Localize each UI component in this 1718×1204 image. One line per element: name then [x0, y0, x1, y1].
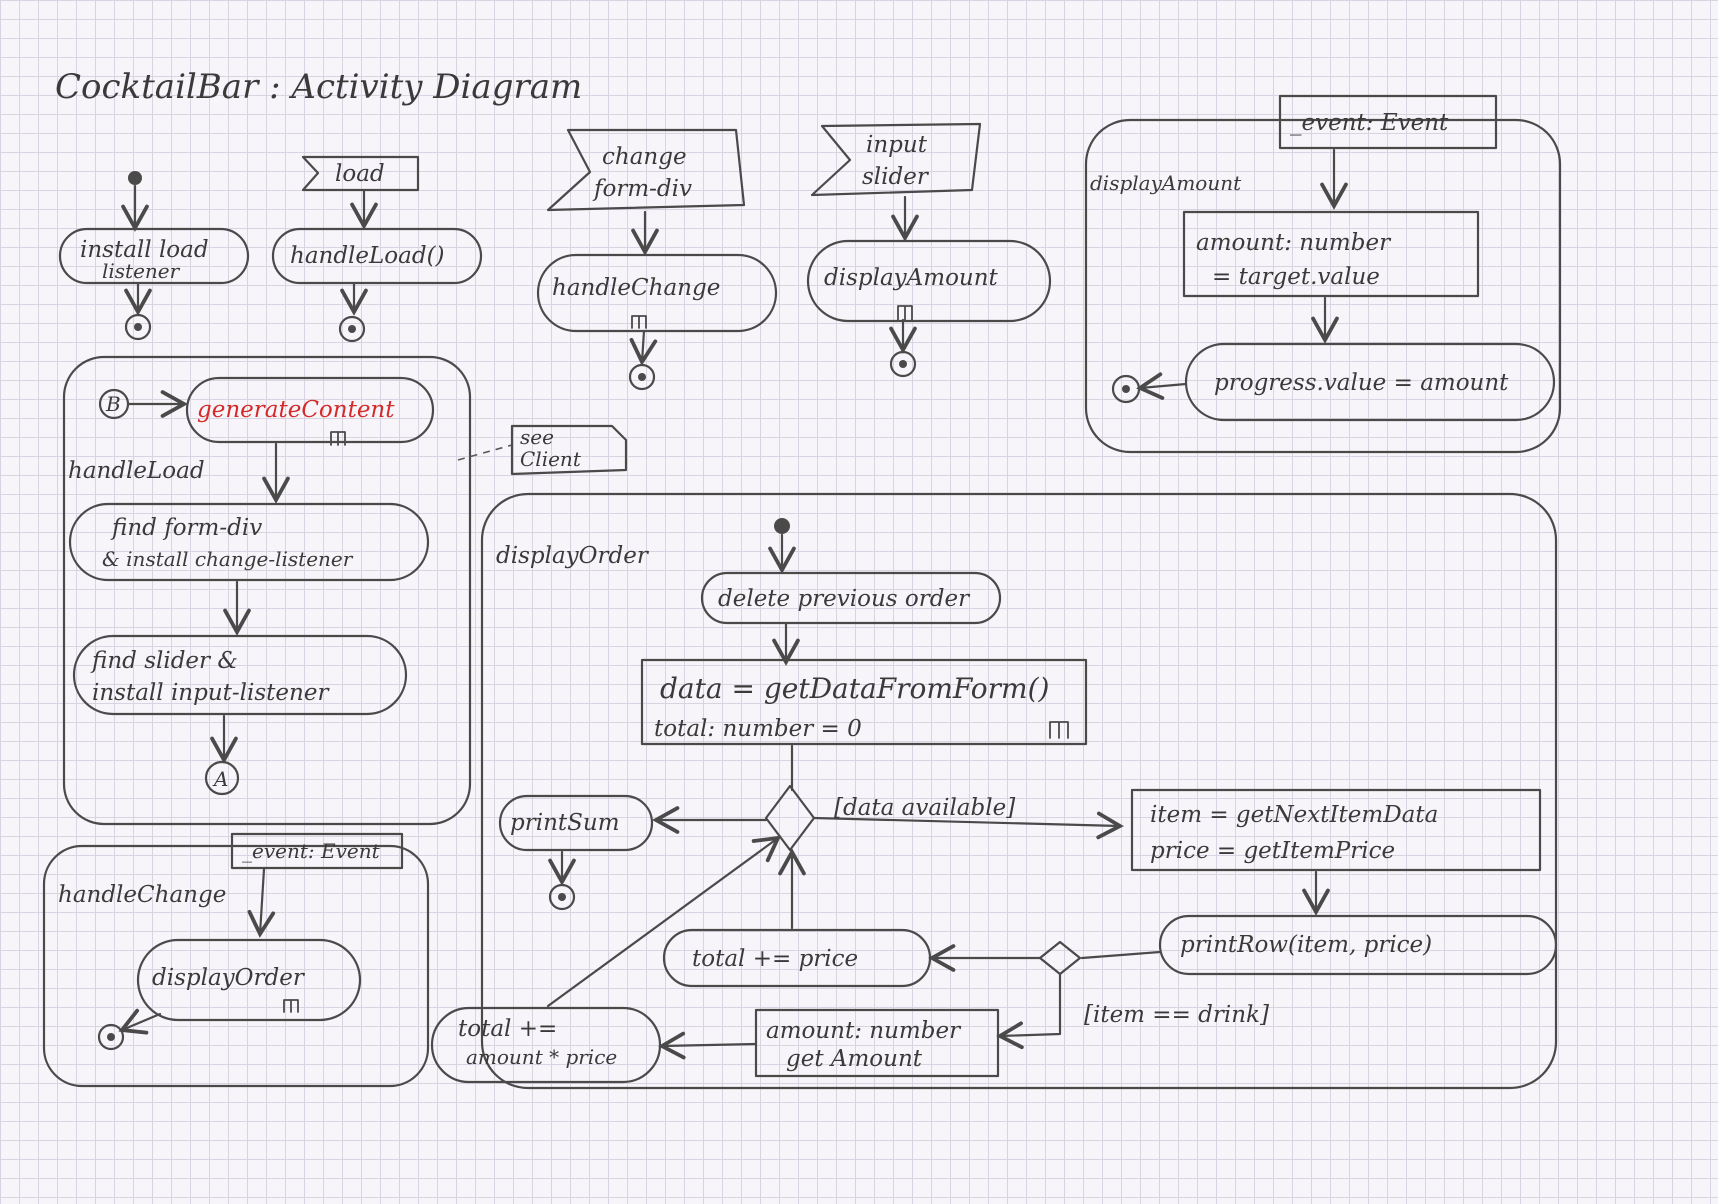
- handle-load-frame: [62, 355, 472, 826]
- decision-node: [1038, 940, 1082, 976]
- display-order-activity-label: displayOrder: [496, 543, 650, 569]
- find-slider-label-1: find slider &: [90, 648, 238, 674]
- change-signal-flow: change form-div handleChange: [536, 128, 778, 391]
- generate-content-action: [185, 376, 435, 444]
- activity-diagram: CocktailBar : Activity Diagram install l…: [42, 67, 1562, 1090]
- handle-change-param-label: _event: Event: [242, 839, 381, 863]
- load-signal: [301, 155, 420, 192]
- initial-node: [128, 171, 142, 185]
- note-line-1: see: [520, 425, 554, 449]
- get-data-action: [640, 658, 1088, 746]
- handle-change-param: [230, 832, 404, 870]
- guard-data-available: [data available]: [834, 795, 1015, 821]
- handle-change-activity: _event: Event handleChange displayOrder: [42, 832, 430, 1088]
- amount-target-value-action: [1182, 210, 1480, 298]
- display-amount-activity: _event: Event displayAmount amount: numb…: [1084, 94, 1562, 454]
- total-price-label: total += price: [692, 946, 858, 972]
- find-slider-label-2: install input-listener: [92, 680, 330, 706]
- find-form-div-label-1: find form-div: [110, 515, 262, 541]
- total-amount-price-label-2: amount * price: [466, 1045, 617, 1069]
- connector-a: [204, 760, 240, 796]
- input-signal-flow: input slider displayAmount: [806, 122, 1052, 378]
- connector-b-label: B: [105, 392, 121, 416]
- get-data-label-2: total: number = 0: [654, 716, 862, 742]
- input-signal: [810, 122, 982, 197]
- get-item-data-label-1: item = getNextItemData: [1150, 802, 1438, 828]
- initial-node: [774, 518, 790, 534]
- activity-final-node: [124, 313, 152, 341]
- rake-icon: [330, 431, 346, 446]
- display-amount-call-label: displayAmount: [824, 265, 999, 291]
- install-load-action: [58, 227, 250, 285]
- see-client-note: see Client: [457, 424, 628, 476]
- activity-final-node: [628, 363, 656, 391]
- rake-icon: [283, 999, 299, 1013]
- handle-load-call-action: [271, 227, 483, 285]
- display-amount-frame: [1084, 118, 1562, 454]
- find-slider-action: [72, 634, 408, 716]
- delete-previous-order-label: delete previous order: [718, 586, 971, 612]
- find-form-div-label-2: & install change-listener: [102, 547, 354, 571]
- connector-a-label: A: [212, 767, 228, 791]
- input-signal-label-2: slider: [862, 164, 930, 190]
- get-amount-label-2: get Amount: [786, 1046, 923, 1072]
- display-order-activity: displayOrder delete previous order data …: [430, 492, 1558, 1090]
- get-data-label-1: data = getDataFromForm(): [660, 672, 1049, 705]
- print-sum-action: [498, 794, 654, 852]
- install-load-label-2: listener: [102, 259, 181, 283]
- handle-load-call-label: handleLoad(): [290, 243, 445, 269]
- note-line-2: Client: [520, 447, 582, 471]
- activity-final-node: [338, 315, 366, 343]
- generate-content-label: generateContent: [197, 397, 395, 423]
- progress-value-action: [1184, 342, 1556, 422]
- print-row-action: [1158, 914, 1558, 976]
- get-item-data-action: [1130, 788, 1542, 872]
- change-signal-label-1: change: [602, 144, 687, 170]
- display-amount-call-action: [806, 239, 1052, 323]
- print-sum-label: printSum: [510, 810, 620, 836]
- load-signal-label: load: [335, 161, 385, 187]
- activity-final-node: [548, 883, 576, 911]
- diagram-title: CocktailBar : Activity Diagram: [55, 67, 582, 107]
- install-load-flow: install load listener: [58, 171, 250, 341]
- handle-change-frame: [42, 844, 430, 1088]
- change-signal-label-2: form-div: [592, 176, 692, 202]
- amount-target-value-label-1: amount: number: [1196, 230, 1392, 256]
- input-signal-label-1: input: [866, 132, 928, 158]
- handle-change-call-action: [536, 253, 778, 333]
- handle-change-activity-label: handleChange: [58, 882, 226, 908]
- get-amount-label-1: amount: number: [766, 1018, 962, 1044]
- install-load-label-1: install load: [80, 237, 209, 263]
- rake-icon: [631, 315, 647, 329]
- delete-previous-order-action: [700, 571, 1002, 625]
- progress-value-label: progress.value = amount: [1214, 370, 1509, 396]
- display-amount-activity-label: displayAmount: [1090, 171, 1242, 195]
- display-order-frame: [480, 492, 1558, 1090]
- total-amount-price-action: [430, 1006, 662, 1084]
- activity-final-node: [889, 350, 917, 378]
- find-form-div-action: [68, 502, 430, 582]
- print-row-label: printRow(item, price): [1180, 932, 1432, 958]
- load-signal-flow: load handleLoad(): [271, 155, 483, 343]
- handle-load-activity-label: handleLoad: [68, 458, 205, 484]
- handle-load-activity: handleLoad B generateContent find form-d…: [62, 355, 472, 826]
- guard-item-drink: [item == drink]: [1084, 1002, 1269, 1028]
- activity-final-node: [1111, 374, 1141, 404]
- display-amount-param: [1278, 94, 1498, 150]
- display-order-call-label: displayOrder: [152, 965, 306, 991]
- handle-change-call-label: handleChange: [552, 275, 720, 301]
- display-amount-param-label: _event: Event: [1290, 110, 1449, 136]
- amount-target-value-label-2: = target.value: [1212, 264, 1380, 290]
- get-item-data-label-2: price = getItemPrice: [1150, 838, 1395, 864]
- total-price-action: [662, 928, 932, 988]
- rake-icon: [897, 305, 913, 321]
- total-amount-price-label-1: total +=: [458, 1016, 557, 1042]
- display-order-call-action: [136, 938, 362, 1022]
- rake-icon: [1049, 721, 1069, 739]
- activity-final-node: [97, 1023, 125, 1051]
- change-signal: [546, 128, 746, 212]
